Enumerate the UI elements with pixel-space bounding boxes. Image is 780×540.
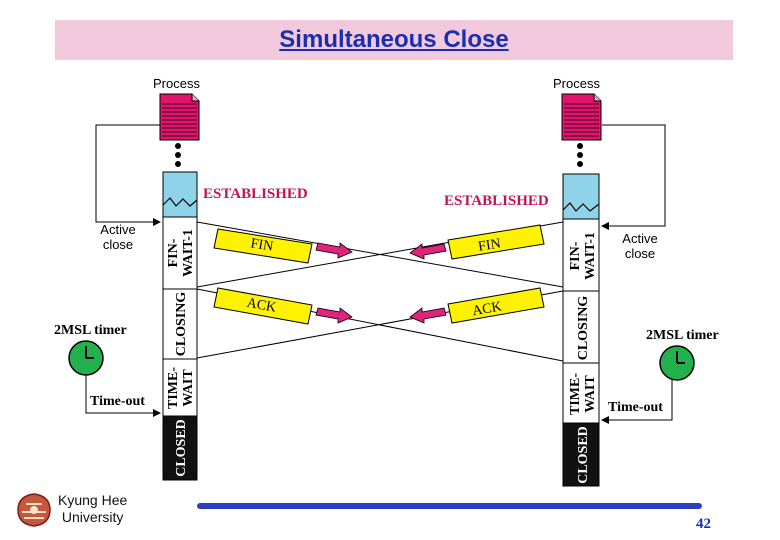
- right-timeout-label: Time-out: [608, 400, 663, 415]
- ack-segment-left: ACK: [213, 287, 313, 325]
- svg-text:FIN: FIN: [250, 236, 275, 254]
- left-timer-label: 2MSL timer: [54, 323, 127, 338]
- left-state-finwait1: FIN-WAIT-1: [166, 229, 196, 277]
- left-state-established: ESTABLISHED: [203, 186, 308, 202]
- svg-text:ACK: ACK: [246, 296, 278, 316]
- left-finwait1-box: [162, 216, 198, 290]
- left-state-closed: CLOSED: [174, 419, 189, 477]
- left-state-timewait: TIME-WAIT: [166, 367, 196, 409]
- right-process-label: Process: [553, 76, 600, 91]
- page-number: 42: [696, 516, 711, 532]
- university-name: Kyung Hee University: [58, 492, 127, 526]
- left-state-closing: CLOSING: [174, 292, 189, 357]
- left-timeout-label: Time-out: [90, 394, 145, 409]
- right-closed-box: [562, 422, 600, 487]
- right-state-finwait1: FIN-WAIT-1: [568, 232, 598, 280]
- right-closing-box: [562, 290, 600, 364]
- left-process-label: Process: [153, 76, 200, 91]
- right-state-closed: CLOSED: [576, 426, 591, 484]
- left-process-document-icon: [159, 93, 200, 141]
- fin-arrow-right-icon: [409, 243, 447, 260]
- right-state-established: ESTABLISHED: [444, 193, 549, 209]
- left-ellipsis-dots: [175, 143, 181, 167]
- right-process-document-icon: [561, 93, 602, 141]
- ack-arrow-right-icon: [409, 307, 447, 324]
- ack-arrow-left-icon: [315, 307, 353, 324]
- right-timer-label: 2MSL timer: [646, 328, 719, 343]
- right-active-close-arrow: [601, 124, 666, 230]
- svg-text:ACK: ACK: [471, 299, 503, 319]
- ack-segment-right: ACK: [447, 287, 545, 324]
- left-established-box: [162, 171, 198, 218]
- page-title: Simultaneous Close: [279, 26, 509, 53]
- right-finwait1-box: [562, 218, 600, 292]
- fin-arrow-left-icon: [315, 242, 353, 259]
- left-timewait-box: [162, 358, 198, 417]
- fin-segment-right: FIN: [447, 224, 545, 260]
- university-logo-icon: [17, 493, 51, 527]
- right-timewait-box: [562, 362, 600, 424]
- right-established-box: [562, 173, 600, 220]
- right-clock-icon: [659, 345, 695, 381]
- left-clock-icon: [68, 340, 104, 376]
- right-timeout-arrow: [601, 380, 673, 424]
- university-line1: Kyung Hee: [58, 492, 128, 508]
- svg-text:FIN: FIN: [477, 236, 502, 254]
- left-closed-box: [162, 415, 198, 481]
- right-state-timewait: TIME-WAIT: [568, 373, 598, 415]
- left-closing-box: [162, 288, 198, 360]
- title-bar: Simultaneous Close: [55, 20, 733, 60]
- left-timeout-arrow: [85, 375, 161, 417]
- right-ellipsis-dots: [577, 143, 583, 167]
- left-active-close-arrow: [95, 124, 161, 226]
- fin-segment-left: FIN: [213, 228, 313, 264]
- footer-divider: [197, 503, 702, 509]
- right-state-closing: CLOSING: [576, 296, 591, 361]
- university-line2: University: [61, 509, 124, 525]
